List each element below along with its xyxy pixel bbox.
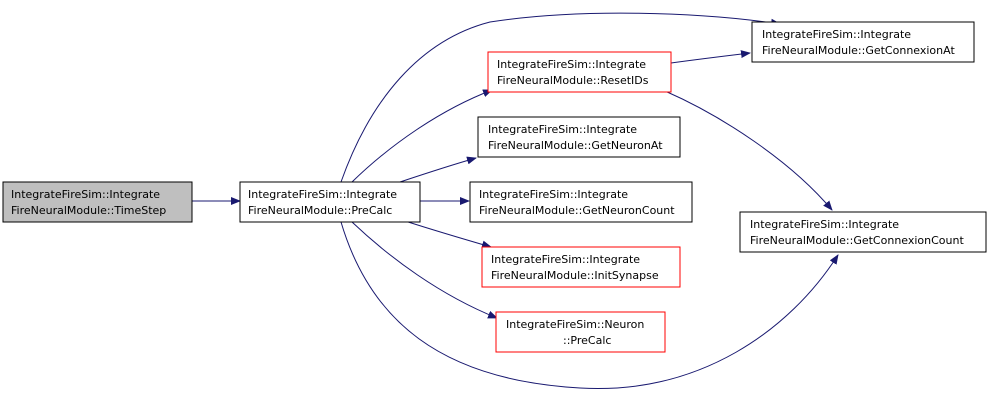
edge-resetids-to-getconnexionat [670,50,751,64]
edges [192,12,839,390]
node-getconnexionat[interactable]: IntegrateFireSim::Integrate FireNeuralMo… [751,21,975,63]
node-neuron-precalc[interactable]: IntegrateFireSim::Neuron ::PreCalc [495,311,666,353]
node-neuron-precalc-line1: IntegrateFireSim::Neuron [506,318,644,331]
edge-precalc-to-getneuronat [399,156,477,183]
edge-precalc-to-initsynapse [404,220,492,249]
node-neuron-precalc-line2: ::PreCalc [563,334,611,347]
node-precalc[interactable]: IntegrateFireSim::Integrate FireNeuralMo… [239,181,421,223]
edge-precalc-to-getconnexioncount [340,221,839,390]
node-initsynapse-line1: IntegrateFireSim::Integrate [491,253,640,266]
node-getneuronat-line2: FireNeuralModule::GetNeuronAt [488,139,663,152]
node-timestep-line2: FireNeuralModule::TimeStep [11,204,166,217]
node-initsynapse[interactable]: IntegrateFireSim::Integrate FireNeuralMo… [481,246,681,288]
edge-resetids-to-getconnexioncount [664,90,833,211]
node-getconnexionat-line1: IntegrateFireSim::Integrate [762,28,911,41]
node-getconnexioncount-line2: FireNeuralModule::GetConnexionCount [750,234,964,247]
edge-precalc-to-getconnexionat [340,12,781,183]
edge-precalc-to-resetids [351,89,493,183]
node-initsynapse-line2: FireNeuralModule::InitSynapse [491,269,659,282]
node-resetids-line2: FireNeuralModule::ResetIDs [497,74,649,87]
node-precalc-line2: FireNeuralModule::PreCalc [248,204,392,217]
node-precalc-line1: IntegrateFireSim::Integrate [248,188,397,201]
node-getneuronat[interactable]: IntegrateFireSim::Integrate FireNeuralMo… [477,116,681,158]
node-getneuroncount-line2: FireNeuralModule::GetNeuronCount [479,204,675,217]
node-resetids-line1: IntegrateFireSim::Integrate [497,58,646,71]
node-getneuroncount[interactable]: IntegrateFireSim::Integrate FireNeuralMo… [469,181,693,223]
node-timestep-line1: IntegrateFireSim::Integrate [11,188,160,201]
node-getneuronat-line1: IntegrateFireSim::Integrate [488,123,637,136]
node-resetids[interactable]: IntegrateFireSim::Integrate FireNeuralMo… [487,51,672,93]
node-getconnexioncount[interactable]: IntegrateFireSim::Integrate FireNeuralMo… [739,211,987,253]
node-getconnexionat-line2: FireNeuralModule::GetConnexionAt [762,44,955,57]
edge-precalc-to-neuronprecalc [351,221,498,319]
node-timestep[interactable]: IntegrateFireSim::Integrate FireNeuralMo… [2,181,193,223]
node-getconnexioncount-line1: IntegrateFireSim::Integrate [750,218,899,231]
node-getneuroncount-line1: IntegrateFireSim::Integrate [479,188,628,201]
